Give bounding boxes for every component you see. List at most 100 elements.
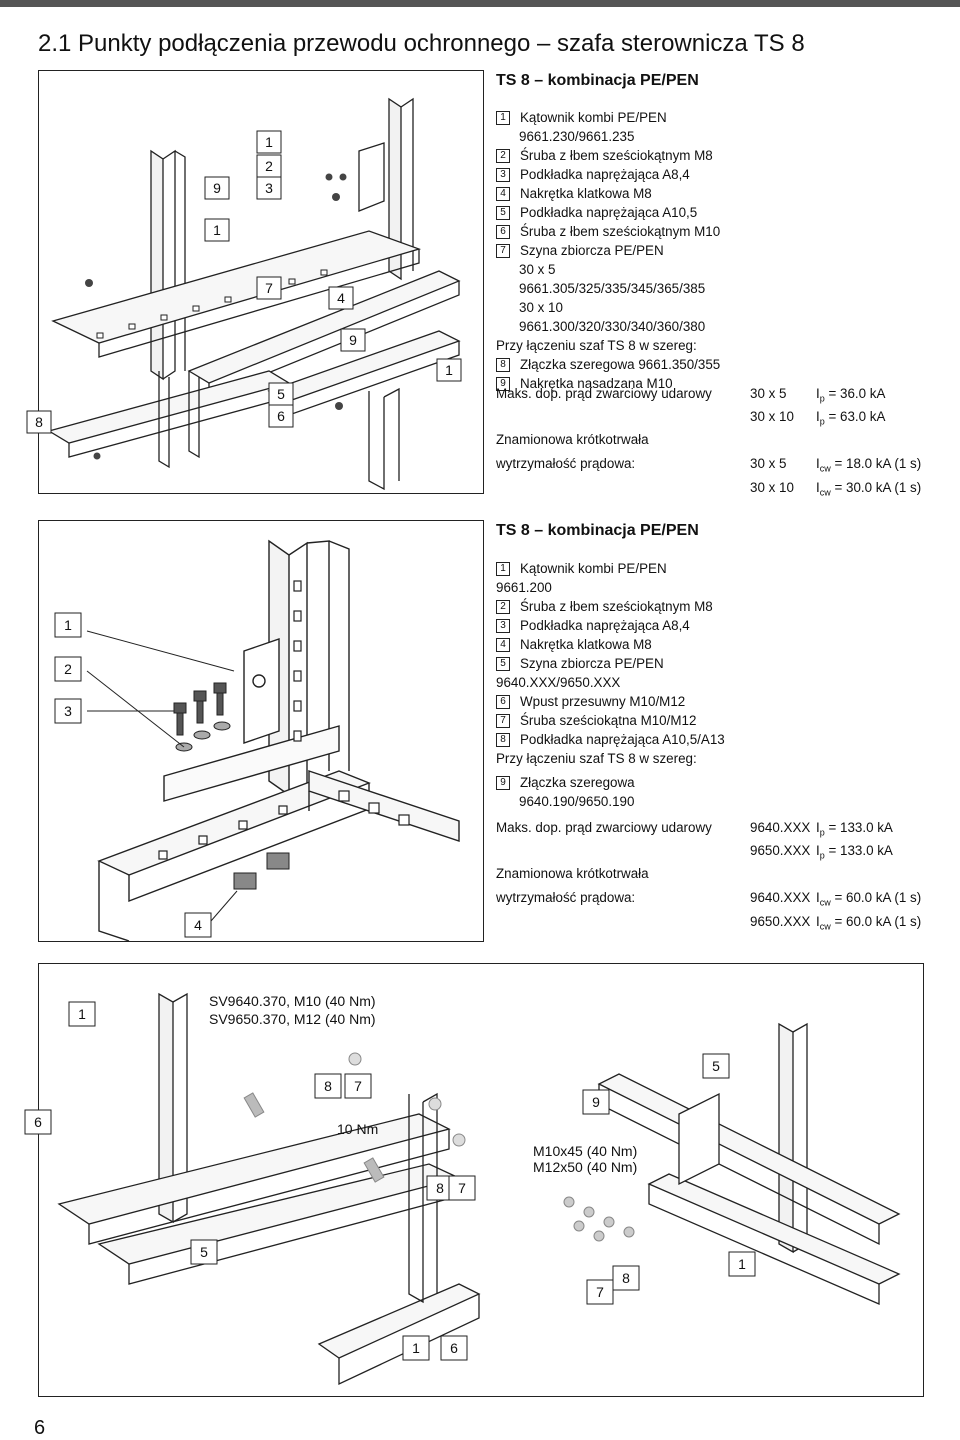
fig1-callout-2: 2 <box>256 154 282 178</box>
rating-row-4-value: Icw = 30.0 kA (1 s) <box>816 480 922 498</box>
fig3-callout-9: 9 <box>582 1089 610 1115</box>
fig1-callout-5: 5 <box>268 382 294 406</box>
rating2-label-1: Maks. dop. prąd zwarciowy udarowy <box>496 820 712 835</box>
fig2-callout-1: 1 <box>54 612 82 638</box>
item-text: Nakrętka klatkowa M8 <box>520 637 652 652</box>
svg-text:8: 8 <box>324 1078 332 1094</box>
fig1-callout-3: 3 <box>256 176 282 200</box>
svg-text:5: 5 <box>277 386 285 402</box>
fig2-callout-4: 4 <box>184 912 212 938</box>
item-text: Złączka szeregowa 9661.350/355 <box>520 357 721 372</box>
rating-label-3: wytrzymałość prądowa: <box>496 456 636 471</box>
list-item: Przy łączeniu szaf TS 8 w szereg: <box>496 336 720 355</box>
page-title: 2.1 Punkty podłączenia przewodu ochronne… <box>38 30 805 57</box>
page-number: 6 <box>34 1417 46 1439</box>
fig3-callout-8c: 8 <box>612 1265 640 1291</box>
item-text: Przy łączeniu szaf TS 8 w szereg: <box>496 338 697 353</box>
fig3-callout-7a: 7 <box>344 1073 372 1099</box>
rating2-row-1-value: Ip = 133.0 kA <box>816 820 893 838</box>
figure-2-frame: 1 2 3 4 <box>38 520 484 942</box>
item-text: Złączka szeregowa <box>520 775 635 790</box>
figure-1-frame: 1 2 3 9 1 7 4 9 1 8 5 6 <box>26 70 484 494</box>
svg-text:7: 7 <box>265 280 273 296</box>
item-number-box: 4 <box>496 637 510 652</box>
rating-row-1-size: 30 x 5 <box>750 386 787 401</box>
figure-3-drawing: 1 6 8 7 8 7 5 5 9 7 8 1 1 6 SV9640.370, … <box>24 992 901 1386</box>
rating-label-1: Maks. dop. prąd zwarciowy udarowy <box>496 386 712 401</box>
rating2-row-4-size: 9650.XXX <box>750 914 811 929</box>
list-item: 8 Złączka szeregowa 9661.350/355 <box>496 355 720 374</box>
rating2-label-3: wytrzymałość prądowa: <box>496 890 636 905</box>
section-1-heading: TS 8 – kombinacja PE/PEN <box>496 72 699 89</box>
item-number-box: 8 <box>496 732 510 747</box>
fig2-callout-2: 2 <box>54 656 82 682</box>
svg-text:6: 6 <box>34 1114 42 1130</box>
item-number-box: 7 <box>496 243 510 258</box>
item-number-box: 8 <box>496 357 510 372</box>
svg-text:2: 2 <box>64 661 72 677</box>
rating-row-3-size: 30 x 5 <box>750 456 787 471</box>
list-item: 4 Nakrętka klatkowa M8 <box>496 184 720 203</box>
svg-text:7: 7 <box>354 1078 362 1094</box>
section-2-ratings: Maks. dop. prąd zwarciowy udarowy Znamio… <box>496 820 946 940</box>
item-number-box: 6 <box>496 224 510 239</box>
figure-1-drawing: 1 2 3 9 1 7 4 9 1 8 5 6 <box>26 97 462 491</box>
fig1-callout-1c: 1 <box>436 358 462 382</box>
item-text: Wpust przesuwny M10/M12 <box>520 694 686 709</box>
item-text: 9640.XXX/9650.XXX <box>496 675 621 690</box>
item-number-box: 3 <box>496 167 510 182</box>
section-2-heading: TS 8 – kombinacja PE/PEN <box>496 522 699 539</box>
fig3-callout-1c: 1 <box>402 1335 430 1361</box>
item-number-box: 5 <box>496 205 510 220</box>
list-item: 9640.XXX/9650.XXX <box>496 673 725 692</box>
rating-label-2: Znamionowa krótkotrwała <box>496 432 649 447</box>
torque-label-5: M12x50 (40 Nm) <box>533 1159 637 1175</box>
svg-text:1: 1 <box>64 617 72 633</box>
torque-label-1: SV9640.370, M10 (40 Nm) <box>209 993 376 1009</box>
item-text: 9661.230/9661.235 <box>519 129 635 144</box>
list-item: 30 x 5 <box>496 260 720 279</box>
list-item: 9661.200 <box>496 578 725 597</box>
list-item: 9661.300/320/330/340/360/380 <box>496 317 720 336</box>
rating2-row-3-value: Icw = 60.0 kA (1 s) <box>816 890 922 908</box>
list-item: 7 Szyna zbiorcza PE/PEN <box>496 241 720 260</box>
item-text: Śruba z łbem sześciokątnym M8 <box>520 599 713 614</box>
rating2-row-1-size: 9640.XXX <box>750 820 811 835</box>
svg-text:1: 1 <box>412 1340 420 1356</box>
svg-text:7: 7 <box>458 1180 466 1196</box>
rating2-row-3-size: 9640.XXX <box>750 890 811 905</box>
item-number-box: 9 <box>496 376 510 391</box>
item-text: Podkładka naprężająca A8,4 <box>520 618 690 633</box>
item-text: Nakrętka klatkowa M8 <box>520 186 652 201</box>
svg-text:9: 9 <box>592 1094 600 1110</box>
list-item: 3 Podkładka naprężająca A8,4 <box>496 616 725 635</box>
list-item: 6 Wpust przesuwny M10/M12 <box>496 692 725 711</box>
figure-2-drawing: 1 2 3 4 <box>54 539 460 942</box>
item-text: Podkładka naprężająca A10,5/A13 <box>520 732 725 747</box>
item-number-box: 4 <box>496 186 510 201</box>
fig1-callout-8: 8 <box>26 410 52 434</box>
item-number-box: 3 <box>496 618 510 633</box>
item-text: Kątownik kombi PE/PEN <box>520 561 667 576</box>
fig3-callout-1: 1 <box>68 1001 96 1027</box>
item-number-box: 9 <box>496 775 510 790</box>
item-text: 9661.305/325/335/345/365/385 <box>519 281 706 296</box>
svg-text:7: 7 <box>596 1284 604 1300</box>
rating-row-1-value: Ip = 36.0 kA <box>816 386 886 404</box>
item-text: 30 x 10 <box>519 300 563 315</box>
item-text: Przy łączeniu szaf TS 8 w szereg: <box>496 751 697 766</box>
item-number-box: 6 <box>496 694 510 709</box>
fig3-callout-1b: 1 <box>728 1251 756 1277</box>
item-number-box: 1 <box>496 110 510 125</box>
item-text: Szyna zbiorcza PE/PEN <box>520 243 664 258</box>
fig3-callout-8a: 8 <box>314 1073 342 1099</box>
